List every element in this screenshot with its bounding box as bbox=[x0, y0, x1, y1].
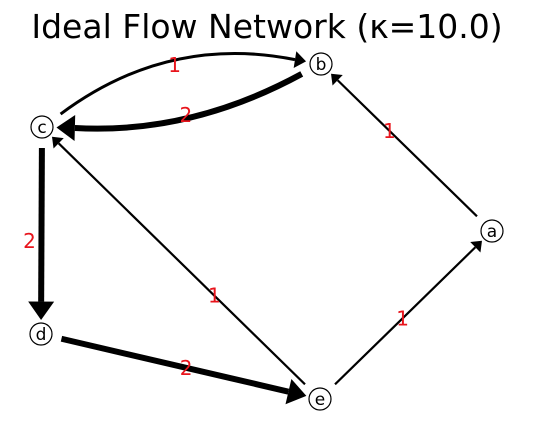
node-label-a: a bbox=[487, 222, 497, 242]
node-a: a bbox=[480, 219, 504, 243]
edge-weight-label-c-b: 1 bbox=[168, 53, 181, 77]
arrowhead-c-d bbox=[28, 301, 55, 321]
node-label-d: d bbox=[36, 325, 47, 345]
edge-a-b bbox=[331, 73, 478, 218]
edge-labels-layer: 1 2 1 2 2 1 1 bbox=[23, 53, 409, 380]
node-circle-a bbox=[480, 219, 504, 243]
node-b: b bbox=[309, 52, 333, 76]
edge-e-a bbox=[334, 240, 482, 386]
edge-weight-label-e-c: 1 bbox=[208, 284, 221, 308]
edge-c-d bbox=[28, 147, 55, 321]
node-circle-e bbox=[308, 387, 332, 411]
node-circle-b bbox=[309, 52, 333, 76]
node-c: c bbox=[30, 115, 54, 139]
edge-line-d-e bbox=[60, 335, 290, 395]
edge-weight-label-c-d: 2 bbox=[23, 229, 36, 253]
arrowhead-e-a bbox=[470, 240, 482, 253]
edge-weight-label-d-e: 2 bbox=[180, 356, 193, 380]
node-label-b: b bbox=[316, 55, 327, 75]
edge-weight-label-a-b: 1 bbox=[383, 119, 396, 143]
nodes-layer: a b c d e bbox=[29, 52, 504, 411]
node-e: e bbox=[308, 387, 332, 411]
arrowhead-b-c bbox=[56, 115, 76, 142]
edge-line-b-c bbox=[74, 71, 304, 132]
node-d: d bbox=[29, 322, 53, 346]
node-label-e: e bbox=[315, 390, 325, 410]
edge-line-c-d bbox=[38, 147, 45, 302]
arrowhead-a-b bbox=[331, 73, 343, 86]
diagram-title: Ideal Flow Network (κ=10.0) bbox=[31, 7, 502, 46]
node-label-c: c bbox=[37, 118, 46, 138]
edge-c-b bbox=[59, 51, 307, 116]
edge-b-c bbox=[56, 71, 304, 142]
edge-e-c bbox=[52, 136, 306, 386]
arrowhead-d-e bbox=[285, 378, 307, 405]
edge-line-e-c bbox=[57, 142, 306, 386]
edges-layer bbox=[28, 51, 482, 405]
edge-line-e-a bbox=[334, 246, 477, 386]
node-circle-c bbox=[30, 115, 54, 139]
edge-line-a-b bbox=[336, 79, 478, 218]
edge-weight-label-e-a: 1 bbox=[396, 306, 409, 330]
edge-line-c-b bbox=[59, 51, 296, 116]
node-circle-d bbox=[29, 322, 53, 346]
edge-weight-label-b-c: 2 bbox=[180, 103, 193, 127]
edge-d-e bbox=[60, 335, 307, 405]
arrowhead-e-c bbox=[52, 136, 64, 149]
arrowhead-c-b bbox=[293, 51, 307, 69]
